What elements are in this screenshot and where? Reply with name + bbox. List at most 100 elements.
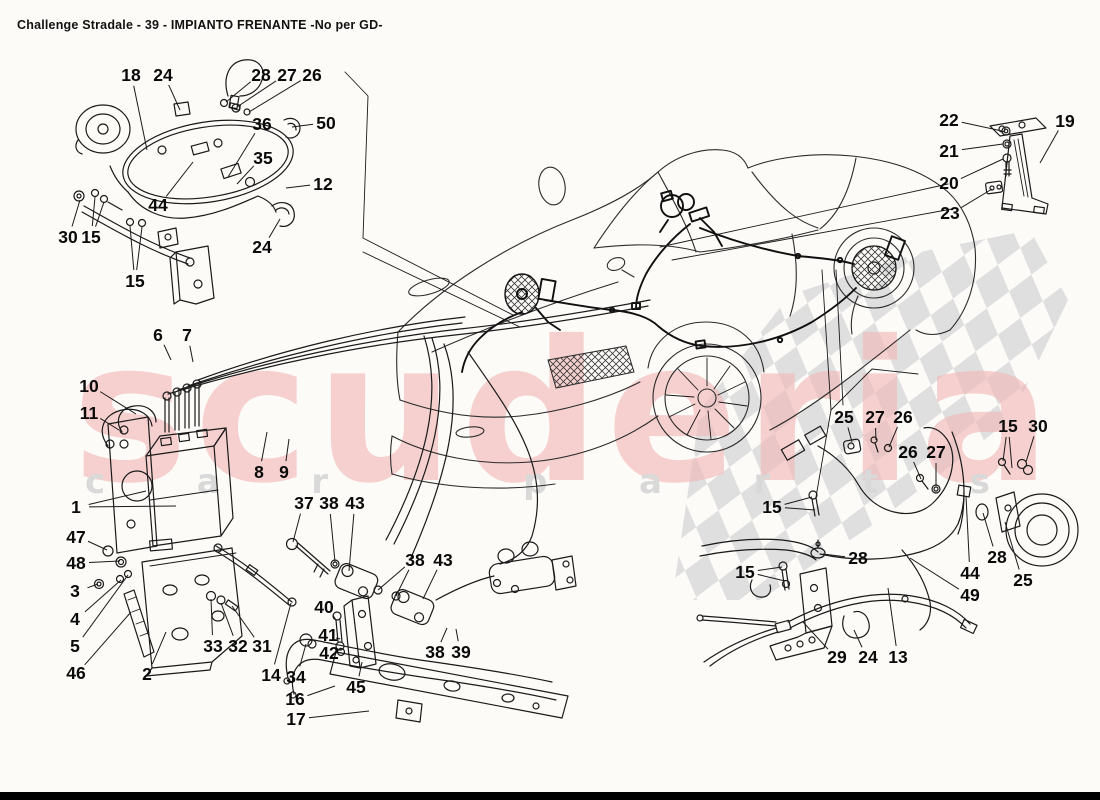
callout-number[interactable]: 2: [142, 664, 152, 684]
callout-number[interactable]: 32: [228, 636, 248, 656]
callout-27[interactable]: 27: [926, 442, 946, 486]
callout-number[interactable]: 38: [425, 642, 445, 662]
callout-47[interactable]: 47: [66, 527, 108, 551]
callout-number[interactable]: 17: [286, 709, 305, 729]
callout-number[interactable]: 27: [865, 407, 884, 427]
callout-28[interactable]: 28: [982, 512, 1007, 567]
callout-39[interactable]: 39: [451, 628, 471, 662]
callout-43[interactable]: 43: [422, 550, 453, 600]
callout-number[interactable]: 36: [252, 114, 272, 134]
callout-number[interactable]: 24: [153, 65, 173, 85]
callout-15[interactable]: 15: [735, 562, 786, 582]
callout-36[interactable]: 36: [227, 114, 272, 178]
callout-13[interactable]: 13: [887, 587, 908, 667]
callout-number[interactable]: 43: [433, 550, 453, 570]
callout-38[interactable]: 38: [319, 493, 339, 563]
callout-number[interactable]: 47: [66, 527, 85, 547]
callout-4[interactable]: 4: [70, 579, 122, 629]
callout-46[interactable]: 46: [66, 611, 132, 683]
callout-number[interactable]: 35: [253, 148, 273, 168]
callout-number[interactable]: 23: [940, 203, 960, 223]
callout-number[interactable]: 30: [58, 227, 78, 247]
callout-number[interactable]: 31: [252, 636, 272, 656]
callout-27[interactable]: 27: [236, 65, 297, 108]
callout-number[interactable]: 44: [148, 195, 168, 215]
callout-number[interactable]: 48: [66, 553, 86, 573]
callout-number[interactable]: 41: [318, 625, 338, 645]
callout-5[interactable]: 5: [70, 574, 129, 656]
callout-number[interactable]: 42: [319, 643, 339, 663]
callout-number[interactable]: 11: [80, 403, 99, 423]
callout-24[interactable]: 24: [853, 629, 878, 667]
callout-29[interactable]: 29: [802, 621, 847, 667]
callout-number[interactable]: 15: [762, 497, 782, 517]
callout-number[interactable]: 8: [254, 462, 264, 482]
callout-number[interactable]: 26: [302, 65, 322, 85]
callout-27[interactable]: 27: [865, 407, 885, 441]
callout-number[interactable]: 20: [939, 173, 959, 193]
callout-number[interactable]: 39: [451, 642, 471, 662]
callout-number[interactable]: 9: [279, 462, 289, 482]
callout-41[interactable]: 41: [318, 625, 341, 645]
callout-number[interactable]: 34: [286, 667, 306, 687]
callout-number[interactable]: 24: [252, 237, 272, 257]
callout-number[interactable]: 22: [939, 110, 959, 130]
callout-30[interactable]: 30: [58, 199, 81, 247]
callout-33[interactable]: 33: [203, 598, 223, 656]
callout-number[interactable]: 15: [81, 227, 101, 247]
callout-49[interactable]: 49: [909, 557, 980, 605]
callout-24[interactable]: 24: [153, 65, 181, 111]
callout-number[interactable]: 15: [998, 416, 1018, 436]
callout-8[interactable]: 8: [254, 431, 268, 482]
callout-28[interactable]: 28: [225, 65, 271, 103]
callout-number[interactable]: 27: [926, 442, 945, 462]
callout-37[interactable]: 37: [292, 493, 314, 543]
callout-number[interactable]: 14: [261, 665, 281, 685]
callout-number[interactable]: 38: [319, 493, 339, 513]
callout-15[interactable]: 15: [125, 225, 145, 291]
callout-6[interactable]: 6: [153, 325, 172, 361]
callout-number[interactable]: 28: [251, 65, 271, 85]
callout-number[interactable]: 37: [294, 493, 313, 513]
callout-21[interactable]: 21: [939, 141, 1004, 161]
callout-26[interactable]: 26: [898, 442, 922, 480]
callout-number[interactable]: 16: [285, 689, 305, 709]
callout-1[interactable]: 1: [71, 490, 177, 517]
callout-20[interactable]: 20: [939, 158, 1004, 193]
callout-number[interactable]: 6: [153, 325, 163, 345]
callout-15[interactable]: 15: [81, 196, 105, 247]
callout-number[interactable]: 26: [898, 442, 918, 462]
callout-number[interactable]: 18: [121, 65, 141, 85]
callout-50[interactable]: 50: [291, 113, 336, 133]
callout-number[interactable]: 46: [66, 663, 86, 683]
callout-number[interactable]: 28: [987, 547, 1007, 567]
callout-31[interactable]: 31: [231, 605, 272, 656]
callout-44[interactable]: 44: [960, 495, 980, 583]
callout-40[interactable]: 40: [314, 597, 337, 621]
callout-10[interactable]: 10: [79, 376, 137, 415]
callout-45[interactable]: 45: [346, 661, 366, 697]
callout-7[interactable]: 7: [182, 325, 194, 363]
callout-42[interactable]: 42: [319, 643, 342, 663]
callout-14[interactable]: 14: [261, 602, 292, 685]
callout-number[interactable]: 15: [125, 271, 145, 291]
callout-number[interactable]: 45: [346, 677, 366, 697]
callout-15[interactable]: 15: [998, 416, 1018, 469]
callout-11[interactable]: 11: [80, 403, 120, 431]
callout-number[interactable]: 30: [1028, 416, 1048, 436]
callout-number[interactable]: 44: [960, 563, 980, 583]
callout-17[interactable]: 17: [286, 709, 370, 729]
callout-32[interactable]: 32: [220, 602, 248, 656]
callout-26[interactable]: 26: [888, 407, 913, 448]
callout-number[interactable]: 26: [893, 407, 913, 427]
callout-number[interactable]: 49: [960, 585, 980, 605]
callout-18[interactable]: 18: [121, 65, 148, 151]
callout-38[interactable]: 38: [377, 550, 425, 597]
callout-number[interactable]: 25: [1013, 570, 1033, 590]
callout-number[interactable]: 13: [888, 647, 908, 667]
callout-number[interactable]: 43: [345, 493, 365, 513]
callout-number[interactable]: 29: [827, 647, 847, 667]
callout-15[interactable]: 15: [762, 496, 816, 517]
callout-number[interactable]: 28: [848, 548, 868, 568]
callout-9[interactable]: 9: [279, 438, 290, 482]
